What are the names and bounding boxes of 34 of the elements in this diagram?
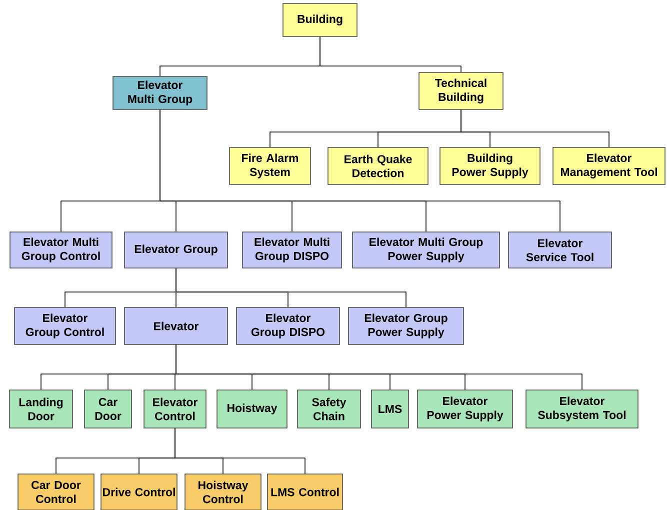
tree-box: Elevator Multi Group Control: [10, 232, 112, 268]
tree-box: Drive Control: [100, 474, 178, 510]
connector-line: [176, 268, 406, 308]
tree-box: Elevator Subsystem Tool: [526, 390, 638, 428]
tree-box: Hoistway Control: [184, 474, 262, 510]
tree-box: Fire Alarm System: [229, 147, 311, 185]
tree-box: Elevator Group DISPO: [236, 307, 340, 345]
tree-box: Elevator Group: [124, 232, 228, 268]
tree-box: Elevator Management Tool: [552, 147, 666, 185]
tree-box: Hoistway: [216, 390, 288, 428]
connector-line: [160, 110, 560, 232]
tree-box: Elevator Power Supply: [417, 390, 513, 428]
tree-box: Elevator Group Power Supply: [348, 307, 464, 345]
connector-line: [460, 110, 610, 148]
tree-box: Elevator Multi Group DISPO: [242, 232, 342, 268]
tree-box: Landing Door: [9, 390, 73, 428]
tree-box: Elevator Multi Group Power Supply: [352, 232, 500, 268]
tree-box: LMS Control: [267, 474, 343, 510]
connector-line: [320, 36, 462, 72]
tree-box: Elevator Service Tool: [508, 232, 612, 268]
tree-box: Earth Quake Detection: [328, 147, 428, 185]
tree-box: Elevator Group Control: [14, 307, 116, 345]
tree-box: Safety Chain: [297, 390, 361, 428]
connector-line: [176, 344, 582, 390]
tree-box: Elevator: [124, 307, 228, 345]
tree-box: LMS: [371, 390, 409, 428]
tree-box: Car Door Control: [18, 474, 94, 510]
connector-line: [174, 428, 306, 474]
tree-box: Car Door: [84, 390, 132, 428]
tree-box: Building Power Supply: [440, 147, 540, 185]
tree-box: Elevator Control: [144, 390, 206, 428]
tree-box: Technical Building: [418, 72, 504, 110]
tree-box: Building: [282, 3, 358, 37]
tree-box: Elevator Multi Group: [112, 76, 208, 110]
